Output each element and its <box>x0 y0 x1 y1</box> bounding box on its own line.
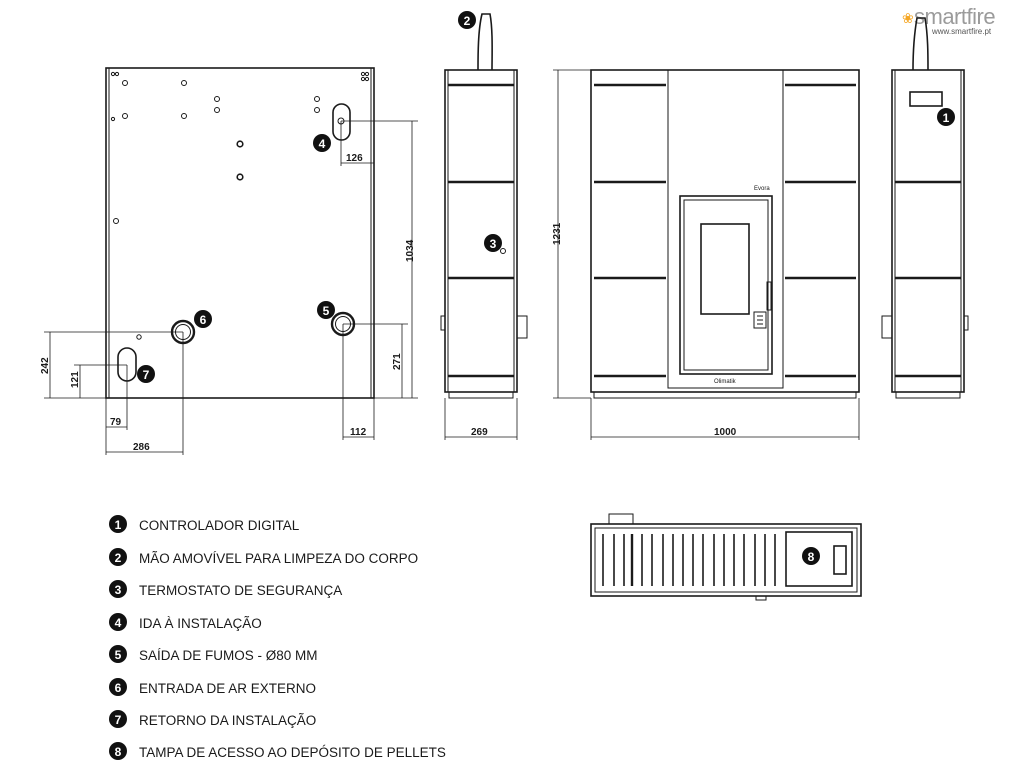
dim-269: 269 <box>471 427 488 438</box>
dim-1231: 1231 <box>552 222 563 245</box>
legend-item-8: 8 TAMPA DE ACESSO AO DEPÓSITO DE PELLETS <box>109 742 446 760</box>
rear-dimensions <box>44 120 418 455</box>
smartfire-logo: ❀ smartfire www.smartfire.pt <box>902 4 1020 40</box>
legend-item-1: 1 CONTROLADOR DIGITAL <box>109 515 300 533</box>
svg-text:2: 2 <box>464 14 471 28</box>
svg-text:5: 5 <box>323 304 330 318</box>
svg-text:2: 2 <box>115 551 122 565</box>
callout-badge-4: 4 <box>313 134 331 152</box>
dim-79: 79 <box>110 417 122 428</box>
side-view-left: 269 <box>440 13 528 440</box>
front-center-panel <box>667 69 784 389</box>
flame-icon: ❀ <box>902 10 914 26</box>
svg-text:8: 8 <box>808 550 815 564</box>
svg-text:6: 6 <box>115 681 122 695</box>
legend-item-2: 2 MÃO AMOVÍVEL PARA LIMPEZA DO CORPO <box>109 548 418 566</box>
top-body <box>590 523 862 597</box>
cleaning-handle <box>477 13 493 71</box>
callout-badge-8: 8 <box>802 547 820 565</box>
legend-item-3: 3 TERMOSTATO DE SEGURANÇA <box>109 580 342 598</box>
top-view <box>590 513 862 601</box>
legend-text-1: CONTROLADOR DIGITAL <box>139 518 300 533</box>
legend-item-7: 7 RETORNO DA INSTALAÇÃO <box>109 710 316 728</box>
model-label: Evora <box>754 186 770 192</box>
logo-url: www.smartfire.pt <box>932 27 992 36</box>
rear-view: 1034 126 271 112 242 121 79 286 <box>40 67 418 455</box>
legend-item-6: 6 ENTRADA DE AR EXTERNO <box>109 678 316 696</box>
dim-1000: 1000 <box>714 427 737 438</box>
svg-text:1: 1 <box>115 518 122 532</box>
safety-thermostat <box>500 248 506 254</box>
rear-panel-outline <box>105 67 375 399</box>
dim-112: 112 <box>350 427 367 438</box>
svg-text:8: 8 <box>115 745 122 759</box>
fire-door <box>679 195 773 375</box>
callout-badge-6: 6 <box>194 310 212 328</box>
svg-text:7: 7 <box>115 713 122 727</box>
svg-text:3: 3 <box>490 237 497 251</box>
dim-286: 286 <box>133 442 150 453</box>
svg-text:5: 5 <box>115 648 122 662</box>
legend-text-7: RETORNO DA INSTALAÇÃO <box>139 713 316 728</box>
door-handle <box>753 311 767 329</box>
top-flue <box>608 513 634 525</box>
dim-242: 242 <box>40 357 51 374</box>
side-body <box>444 69 518 393</box>
brand-label: Olimatik <box>714 379 737 385</box>
callout-badge-3: 3 <box>484 234 502 252</box>
legend-item-5: 5 SAÍDA DE FUMOS - Ø80 MM <box>109 645 318 663</box>
svg-text:4: 4 <box>319 137 326 151</box>
callout-badge-5: 5 <box>317 301 335 319</box>
cleaning-handle-right <box>912 17 929 71</box>
top-vent-slots <box>602 534 776 586</box>
rear-holes <box>110 71 370 340</box>
supply-connection <box>332 103 351 141</box>
logo-name: smartfire <box>914 4 996 29</box>
legend-text-3: TERMOSTATO DE SEGURANÇA <box>139 583 342 598</box>
front-view: Evora Olimatik 1231 1000 <box>552 69 860 440</box>
callout-badge-2: 2 <box>458 11 476 29</box>
svg-text:7: 7 <box>143 368 150 382</box>
legend-text-8: TAMPA DE ACESSO AO DEPÓSITO DE PELLETS <box>139 745 446 760</box>
legend-text-4: IDA À INSTALAÇÃO <box>139 616 262 631</box>
door-glass <box>700 223 750 315</box>
dim-126: 126 <box>346 153 363 164</box>
dim-121: 121 <box>70 371 81 388</box>
legend: 1 CONTROLADOR DIGITAL 2 MÃO AMOVÍVEL PAR… <box>109 515 446 760</box>
legend-text-5: SAÍDA DE FUMOS - Ø80 MM <box>139 648 318 663</box>
svg-text:1: 1 <box>943 111 950 125</box>
side-view-right <box>881 17 969 399</box>
dim-271: 271 <box>392 353 403 370</box>
callout-badge-7: 7 <box>137 365 155 383</box>
legend-text-2: MÃO AMOVÍVEL PARA LIMPEZA DO CORPO <box>139 551 418 566</box>
svg-text:6: 6 <box>200 313 207 327</box>
svg-text:4: 4 <box>115 616 122 630</box>
front-body <box>590 69 860 393</box>
hopper-lid-handle <box>833 545 847 575</box>
svg-text:3: 3 <box>115 583 122 597</box>
pellet-hopper-lid <box>785 531 853 587</box>
legend-text-6: ENTRADA DE AR EXTERNO <box>139 681 316 696</box>
dim-1034: 1034 <box>405 239 416 262</box>
callout-badge-1: 1 <box>937 108 955 126</box>
legend-item-4: 4 IDA À INSTALAÇÃO <box>109 613 262 631</box>
digital-controller <box>909 91 943 107</box>
